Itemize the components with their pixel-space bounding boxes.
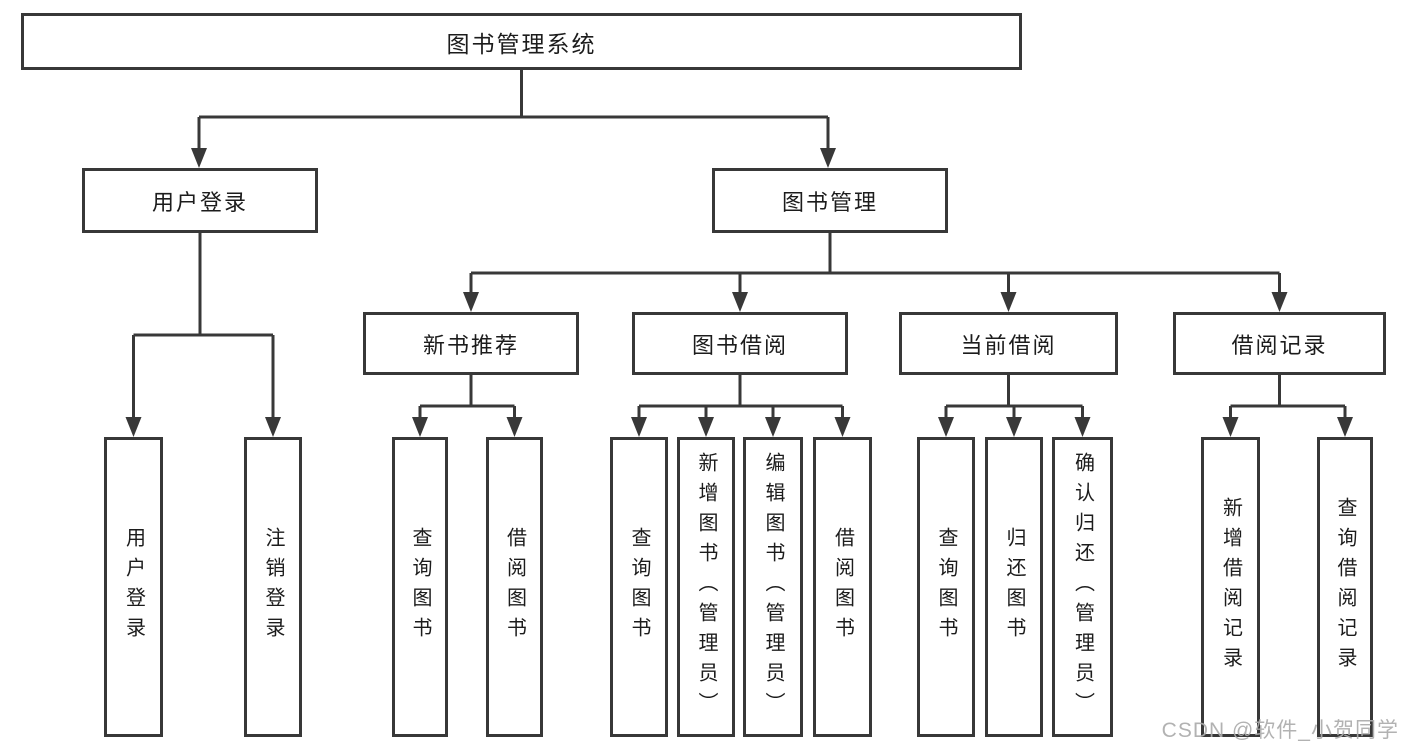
node-label: 图书管理系统 (446, 30, 597, 57)
leaf-confirm-return-admin: 确认归还（管理员） (1052, 437, 1113, 737)
leaf-edit-book-admin: 编辑图书（管理员） (743, 437, 803, 737)
node-new-book-recommend: 新书推荐 (363, 312, 579, 375)
node-label: 查询借阅记录 (1334, 497, 1356, 677)
node-current-borrowing: 当前借阅 (899, 312, 1118, 375)
node-borrowing-records: 借阅记录 (1173, 312, 1386, 375)
leaf-return-book: 归还图书 (985, 437, 1043, 737)
node-label: 借阅图书 (831, 527, 854, 647)
leaf-add-book-admin: 新增图书（管理员） (677, 437, 735, 737)
leaf-user-login: 用户登录 (104, 437, 163, 737)
node-label: 编辑图书（管理员） (762, 452, 784, 722)
leaf-add-borrow-record: 新增借阅记录 (1201, 437, 1260, 737)
node-label: 用户登录 (151, 189, 248, 215)
leaf-borrow-books-recommend: 借阅图书 (486, 437, 543, 737)
leaf-query-books-current: 查询图书 (917, 437, 975, 737)
leaf-borrow-books: 借阅图书 (813, 437, 872, 737)
node-label: 归还图书 (1003, 527, 1025, 647)
node-label: 图书借阅 (691, 332, 788, 358)
node-label: 新书推荐 (422, 332, 519, 358)
node-label: 查询图书 (628, 527, 650, 647)
leaf-logout: 注销登录 (244, 437, 302, 737)
node-label: 确认归还（管理员） (1071, 452, 1094, 722)
node-book-management: 图书管理 (712, 168, 948, 233)
node-label: 当前借阅 (960, 332, 1057, 358)
node-label: 新增图书（管理员） (695, 452, 717, 722)
node-label: 查询图书 (935, 527, 957, 647)
node-user-login: 用户登录 (82, 168, 318, 233)
node-label: 借阅图书 (503, 527, 526, 647)
node-label: 用户登录 (122, 527, 145, 647)
leaf-query-books-recommend: 查询图书 (392, 437, 448, 737)
node-label: 查询图书 (409, 527, 431, 647)
node-label: 借阅记录 (1231, 332, 1328, 358)
leaf-query-borrow-record: 查询借阅记录 (1317, 437, 1373, 737)
node-library-management-system: 图书管理系统 (21, 13, 1022, 70)
node-label: 图书管理 (781, 189, 878, 215)
node-book-borrowing: 图书借阅 (632, 312, 848, 375)
csdn-watermark: CSDN @软件_小贺同学 (1161, 719, 1399, 742)
node-label: 注销登录 (262, 527, 284, 647)
node-label: 新增借阅记录 (1219, 497, 1242, 677)
leaf-query-books-borrow: 查询图书 (610, 437, 668, 737)
